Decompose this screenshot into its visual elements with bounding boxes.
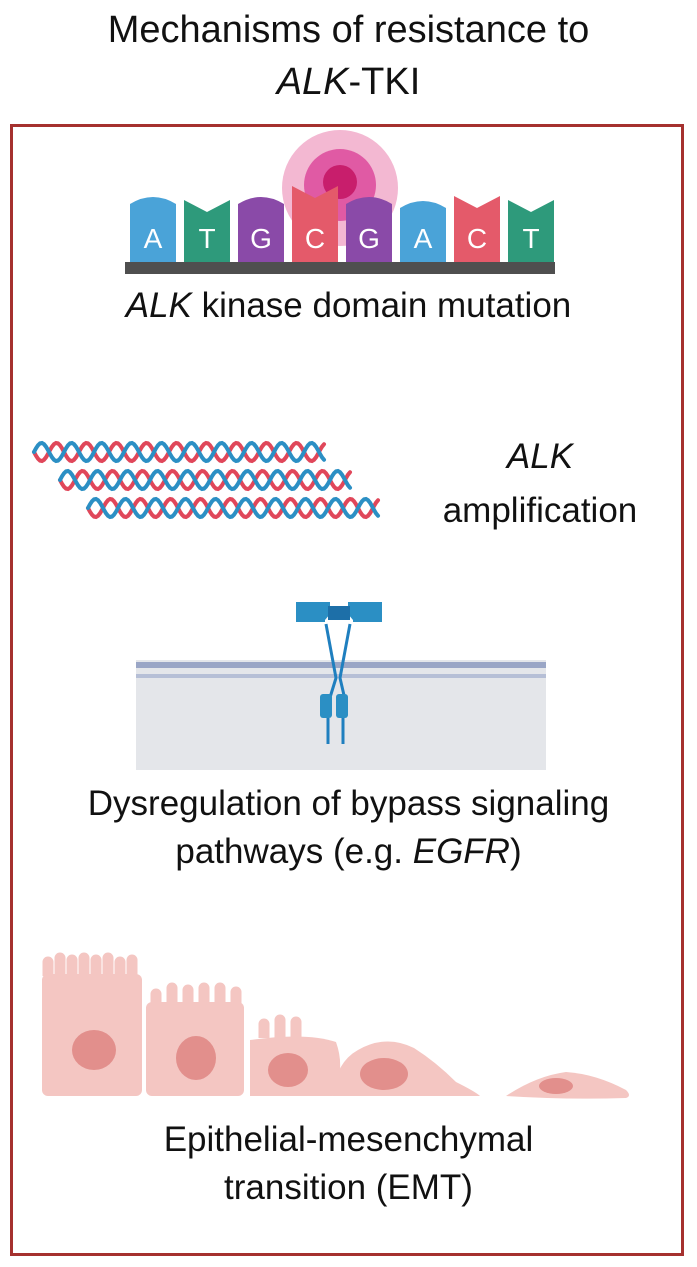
bypass-line-1: Dysregulation of bypass signaling [87, 784, 610, 823]
bypass-label: Dysregulation of bypass signaling pathwa… [0, 780, 697, 876]
mechanisms-frame [10, 124, 684, 1256]
emt-line-1: Epithelial-mesenchymal [163, 1120, 534, 1159]
nucleotide-base: C [454, 196, 500, 262]
bypass-gene: EGFR [412, 832, 510, 871]
base-letter: C [467, 223, 487, 254]
mesenchymal-cell-1 [332, 1041, 480, 1096]
nucleotide-base: A [400, 201, 446, 262]
mesenchymal-cell-2 [506, 1072, 629, 1099]
title-line-2: ALK-TKI [0, 56, 697, 108]
dna-helix-2 [58, 468, 352, 492]
base-letter: C [305, 223, 325, 254]
mutation-label: ALK kinase domain mutation [0, 282, 697, 330]
amplification-label: ALK amplification [390, 430, 690, 538]
base-letter: A [414, 223, 433, 254]
epithelial-cell-2 [146, 982, 244, 1096]
title-gene: ALK [276, 61, 349, 103]
nucleotide-base: G [238, 197, 284, 262]
nucleotide-base: T [508, 200, 554, 262]
title-suffix: -TKI [348, 61, 421, 103]
nucleotide-base: C [292, 186, 338, 262]
base-letter: A [144, 223, 163, 254]
base-letter: T [198, 223, 215, 254]
dna-helix-3 [86, 496, 380, 520]
nucleotide-base: A [130, 197, 176, 262]
egfr-receptor-membrane-icon [136, 602, 546, 770]
dna-helix-1 [32, 440, 326, 464]
amplification-text: amplification [442, 491, 638, 530]
dna-double-helix-icon [32, 440, 380, 520]
emt-cells-icon [42, 952, 629, 1099]
diagram-title: Mechanisms of resistance to ALK-TKI [0, 4, 697, 108]
transitioning-cell [250, 1014, 341, 1096]
dna-backbone [125, 262, 555, 274]
bypass-line-2: pathways (e.g. EGFR) [175, 832, 522, 871]
base-letter: G [358, 223, 380, 254]
nucleotide-base: T [184, 200, 230, 262]
base-letter: G [250, 223, 272, 254]
mutation-text: kinase domain mutation [191, 286, 572, 325]
amplification-gene: ALK [506, 437, 574, 476]
emt-line-2: transition (EMT) [224, 1168, 473, 1207]
nucleotide-base: G [346, 197, 392, 262]
epithelial-cell-1 [42, 952, 142, 1096]
title-line-1: Mechanisms of resistance to [107, 9, 590, 51]
base-letter: T [522, 223, 539, 254]
emt-label: Epithelial-mesenchymal transition (EMT) [0, 1116, 697, 1212]
receptor-icon [296, 602, 382, 744]
mutation-gene: ALK [125, 286, 192, 325]
